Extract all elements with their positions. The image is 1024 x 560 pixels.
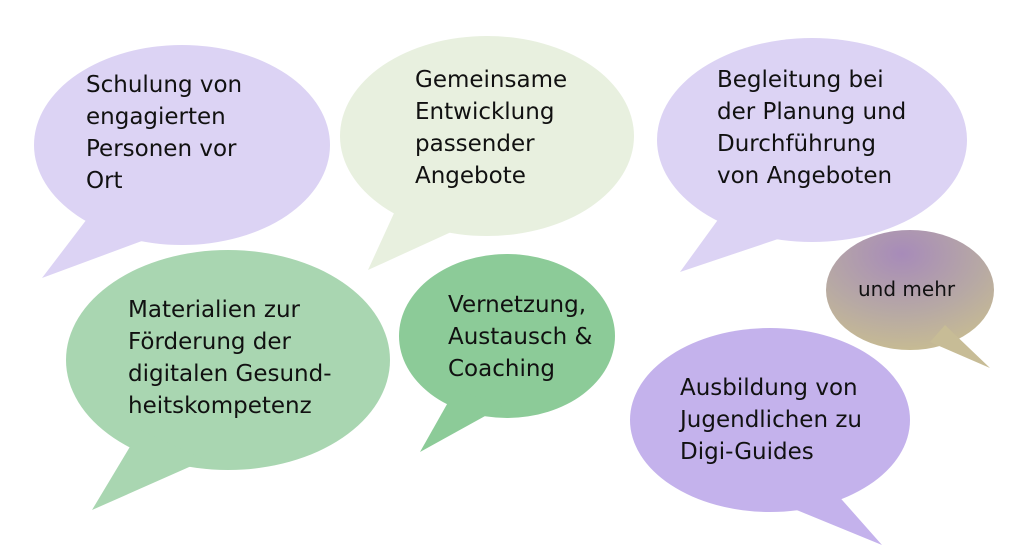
bubble-entwicklung xyxy=(340,36,634,270)
bubble-mehr xyxy=(826,230,994,368)
bubble-schulung-tail xyxy=(42,215,150,278)
bubble-materialien-line-2: Förderung der xyxy=(128,329,292,355)
bubble-schulung xyxy=(34,45,330,278)
bubble-begleitung-line-3: Durchführung xyxy=(717,131,876,157)
bubble-entwicklung-line-3: passender xyxy=(415,131,535,157)
bubble-vernetzung xyxy=(399,254,615,452)
bubble-materialien-line-4: heitskompetenz xyxy=(128,393,312,419)
bubble-begleitung-line-2: der Planung und xyxy=(717,99,907,125)
bubble-ausbildung-line-2: Jugendlichen zu xyxy=(680,407,862,433)
bubble-begleitung xyxy=(657,38,967,272)
bubble-ausbildung-line-1: Ausbildung von xyxy=(680,375,858,401)
bubble-mehr-line-1: und mehr xyxy=(858,277,956,301)
bubble-materialien-text: Materialien zur Förderung der digitalen … xyxy=(128,294,332,422)
bubble-schulung-line-1: Schulung von xyxy=(86,72,243,98)
bubble-schulung-line-4: Ort xyxy=(86,168,123,194)
bubble-materialien-line-3: digitalen Gesund- xyxy=(128,361,332,387)
bubble-entwicklung-line-1: Gemeinsame xyxy=(415,67,568,93)
bubble-mehr-tail xyxy=(930,325,990,368)
bubble-vernetzung-text: Vernetzung, Austausch & Coaching xyxy=(448,289,592,385)
bubble-vernetzung-body xyxy=(399,254,615,418)
bubble-materialien-tail xyxy=(92,430,205,510)
bubble-ausbildung-tail xyxy=(760,475,882,545)
bubble-mehr-text: und mehr xyxy=(858,276,955,302)
bubble-mehr-body xyxy=(826,230,994,350)
bubble-begleitung-tail xyxy=(680,210,790,272)
bubble-begleitung-body xyxy=(657,38,967,242)
bubble-schulung-line-3: Personen vor xyxy=(86,136,237,162)
bubble-ausbildung-line-3: Digi-Guides xyxy=(680,439,814,465)
bubble-ausbildung-body xyxy=(630,328,910,512)
bubble-begleitung-text: Begleitung bei der Planung und Durchführ… xyxy=(717,64,906,192)
bubble-entwicklung-tail xyxy=(368,200,460,270)
bubble-vernetzung-tail xyxy=(420,390,505,452)
bubble-ausbildung xyxy=(630,328,910,545)
bubble-begleitung-line-4: von Angeboten xyxy=(717,163,893,189)
bubble-vernetzung-line-2: Austausch & xyxy=(448,324,593,350)
bubble-entwicklung-text: Gemeinsame Entwicklung passender Angebot… xyxy=(415,64,567,192)
bubble-entwicklung-line-2: Entwicklung xyxy=(415,99,555,125)
bubble-materialien-body xyxy=(66,250,390,470)
bubble-materialien-line-1: Materialien zur xyxy=(128,297,300,323)
bubble-vernetzung-line-1: Vernetzung, xyxy=(448,292,587,318)
bubble-vernetzung-line-3: Coaching xyxy=(448,356,556,382)
bubble-schulung-line-2: engagierten xyxy=(86,104,226,130)
bubble-entwicklung-body xyxy=(340,36,634,236)
bubble-entwicklung-line-4: Angebote xyxy=(415,163,526,189)
bubble-ausbildung-text: Ausbildung von Jugendlichen zu Digi-Guid… xyxy=(680,372,862,468)
bubble-begleitung-line-1: Begleitung bei xyxy=(717,67,884,93)
bubble-schulung-body xyxy=(34,45,330,245)
bubble-materialien xyxy=(66,250,390,510)
bubble-schulung-text: Schulung von engagierten Personen vor Or… xyxy=(86,69,242,197)
